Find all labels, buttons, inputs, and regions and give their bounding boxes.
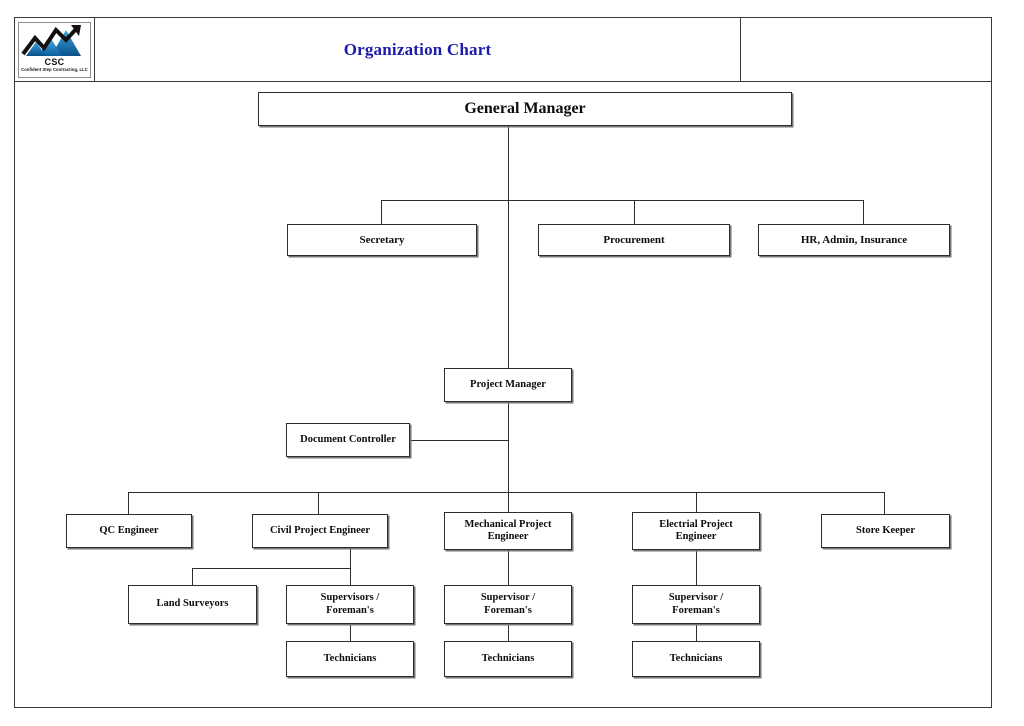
connector-mechanical-supervisor-stem <box>508 548 509 585</box>
node-electrical-technicians[interactable]: Technicians <box>632 641 760 677</box>
node-land-surveyors[interactable]: Land Surveyors <box>128 585 257 624</box>
node-label: QC Engineer <box>99 524 159 536</box>
node-general-manager[interactable]: General Manager <box>258 92 792 126</box>
node-label: Document Controller <box>300 433 396 445</box>
node-hr-admin-insurance[interactable]: HR, Admin, Insurance <box>758 224 950 256</box>
header-logo-cell: CSC Confident Step Contracting, LLC <box>14 17 95 82</box>
node-label: Project Manager <box>470 378 546 390</box>
connector-level1-bus <box>381 200 864 201</box>
connector-drop-mechanical-engineer <box>508 492 509 514</box>
node-document-controller[interactable]: Document Controller <box>286 423 410 457</box>
connector-mechanical-technicians-stem <box>508 624 509 641</box>
connector-drop-store-keeper <box>884 492 885 514</box>
connector-drop-electrical-engineer <box>696 492 697 514</box>
connector-drop-qc-engineer <box>128 492 129 514</box>
node-label-line2: Foreman's <box>484 604 532 616</box>
node-label: HR, Admin, Insurance <box>800 233 908 246</box>
company-logo: CSC Confident Step Contracting, LLC <box>18 22 91 78</box>
node-label-line2: Engineer <box>675 531 717 542</box>
connector-document-controller-link <box>410 440 509 441</box>
node-label: Store Keeper <box>856 524 915 536</box>
node-secretary[interactable]: Secretary <box>287 224 477 256</box>
connector-drop-procurement <box>634 200 635 224</box>
node-electrical-project-engineer[interactable]: Electrial Project Engineer <box>632 512 760 550</box>
node-label: General Manager <box>464 99 586 117</box>
connector-drop-civil-engineer <box>318 492 319 514</box>
mountain-peaks-logo-icon <box>21 25 81 56</box>
node-label-line1: Mechanical Project <box>464 518 552 530</box>
node-label: Land Surveyors <box>156 598 229 610</box>
node-procurement[interactable]: Procurement <box>538 224 730 256</box>
connector-pm-stem <box>508 402 509 493</box>
node-mechanical-technicians[interactable]: Technicians <box>444 641 572 677</box>
node-label-line2: Foreman's <box>672 604 720 616</box>
node-label: Secretary <box>359 233 405 246</box>
node-label-line2: Engineer <box>487 531 529 542</box>
node-project-manager[interactable]: Project Manager <box>444 368 572 402</box>
node-civil-technicians[interactable]: Technicians <box>286 641 414 677</box>
node-label: Technicians <box>669 652 723 664</box>
node-label-line2: Foreman's <box>326 604 374 616</box>
connector-electrical-supervisor-stem <box>696 548 697 585</box>
node-mechanical-project-engineer[interactable]: Mechanical Project Engineer <box>444 512 572 550</box>
node-mechanical-supervisor-foremans[interactable]: Supervisor / Foreman's <box>444 585 572 624</box>
connector-civil-technicians-stem <box>350 624 351 641</box>
document-header: CSC Confident Step Contracting, LLC Orga… <box>14 17 992 82</box>
page-title: Organization Chart <box>343 39 492 59</box>
node-electrical-supervisor-foremans[interactable]: Supervisor / Foreman's <box>632 585 760 624</box>
connector-civil-stem <box>350 548 351 585</box>
logo-company-name: Confident Step Contracting, LLC <box>21 67 88 72</box>
connector-level4-bus <box>128 492 885 493</box>
connector-gm-stem <box>508 126 509 368</box>
node-label: Technicians <box>481 652 535 664</box>
node-label-line1: Supervisor / <box>480 592 536 604</box>
node-label: Civil Project Engineer <box>269 524 371 536</box>
node-label-line1: Electrial Project <box>659 518 733 530</box>
connector-drop-land-surveyors <box>192 568 193 585</box>
node-label: Technicians <box>323 652 377 664</box>
node-qc-engineer[interactable]: QC Engineer <box>66 514 192 548</box>
logo-acronym: CSC <box>44 57 65 67</box>
node-label-line1: Supervisor / <box>668 592 724 604</box>
connector-drop-secretary <box>381 200 382 224</box>
connector-electrical-technicians-stem <box>696 624 697 641</box>
connector-drop-hr <box>863 200 864 224</box>
node-store-keeper[interactable]: Store Keeper <box>821 514 950 548</box>
node-label-line1: Supervisors / <box>320 592 380 604</box>
node-civil-supervisors-foremans[interactable]: Supervisors / Foreman's <box>286 585 414 624</box>
node-label: Procurement <box>603 233 665 246</box>
node-civil-project-engineer[interactable]: Civil Project Engineer <box>252 514 388 548</box>
connector-civil-bus <box>192 568 351 569</box>
header-title-cell: Organization Chart <box>95 17 741 82</box>
